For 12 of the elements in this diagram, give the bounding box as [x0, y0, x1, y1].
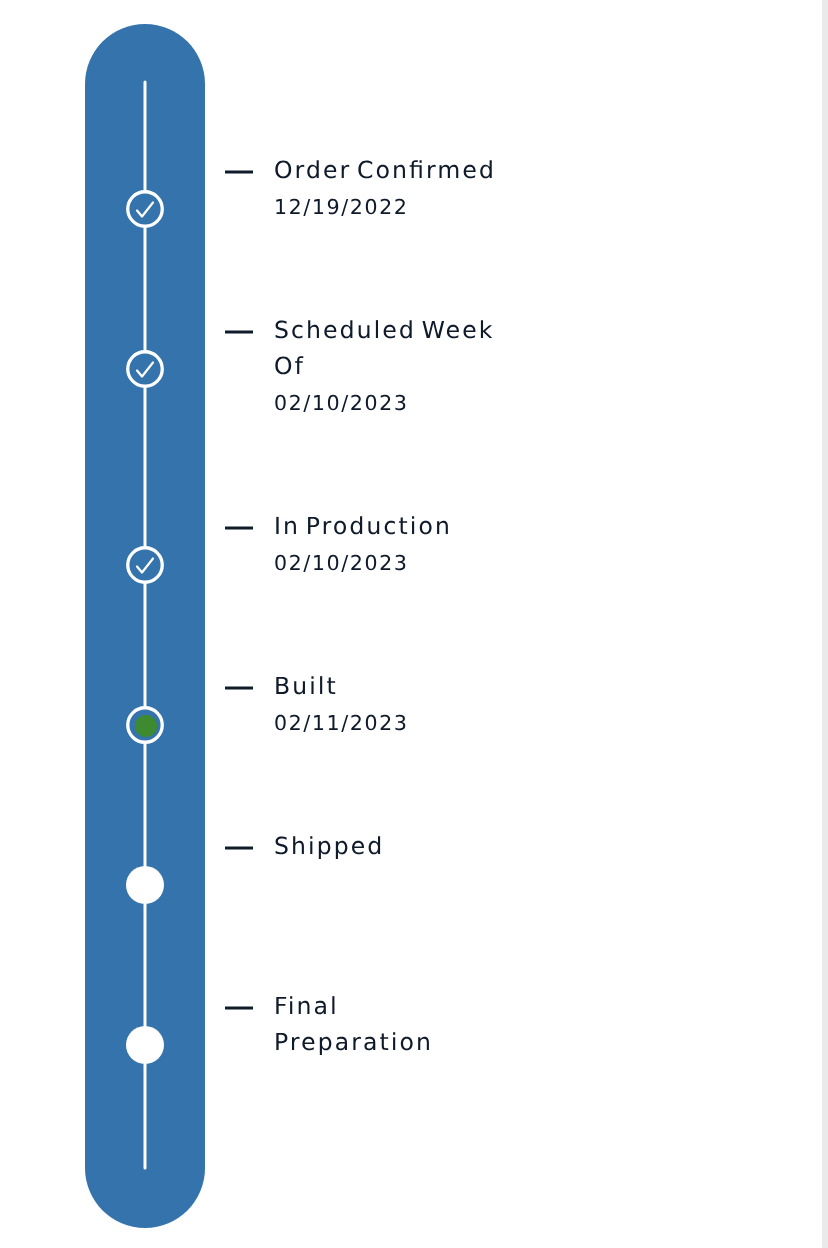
step-title: Scheduled Week Of — [275, 320, 493, 375]
step-title: Final Preparation — [276, 996, 429, 1055]
step-date: 12/19/2022 — [276, 198, 405, 216]
step-date: 02/10/2023 — [275, 394, 406, 412]
step-title: Shipped — [275, 836, 381, 859]
step-date: 02/10/2023 — [275, 554, 406, 572]
step-date: 02/11/2023 — [275, 714, 406, 732]
step-title: Order Confirmed — [275, 160, 492, 179]
step-circle — [126, 1026, 164, 1064]
step-circle — [126, 866, 164, 904]
step-title: Built — [276, 676, 336, 695]
step-title: In Production — [276, 516, 448, 535]
